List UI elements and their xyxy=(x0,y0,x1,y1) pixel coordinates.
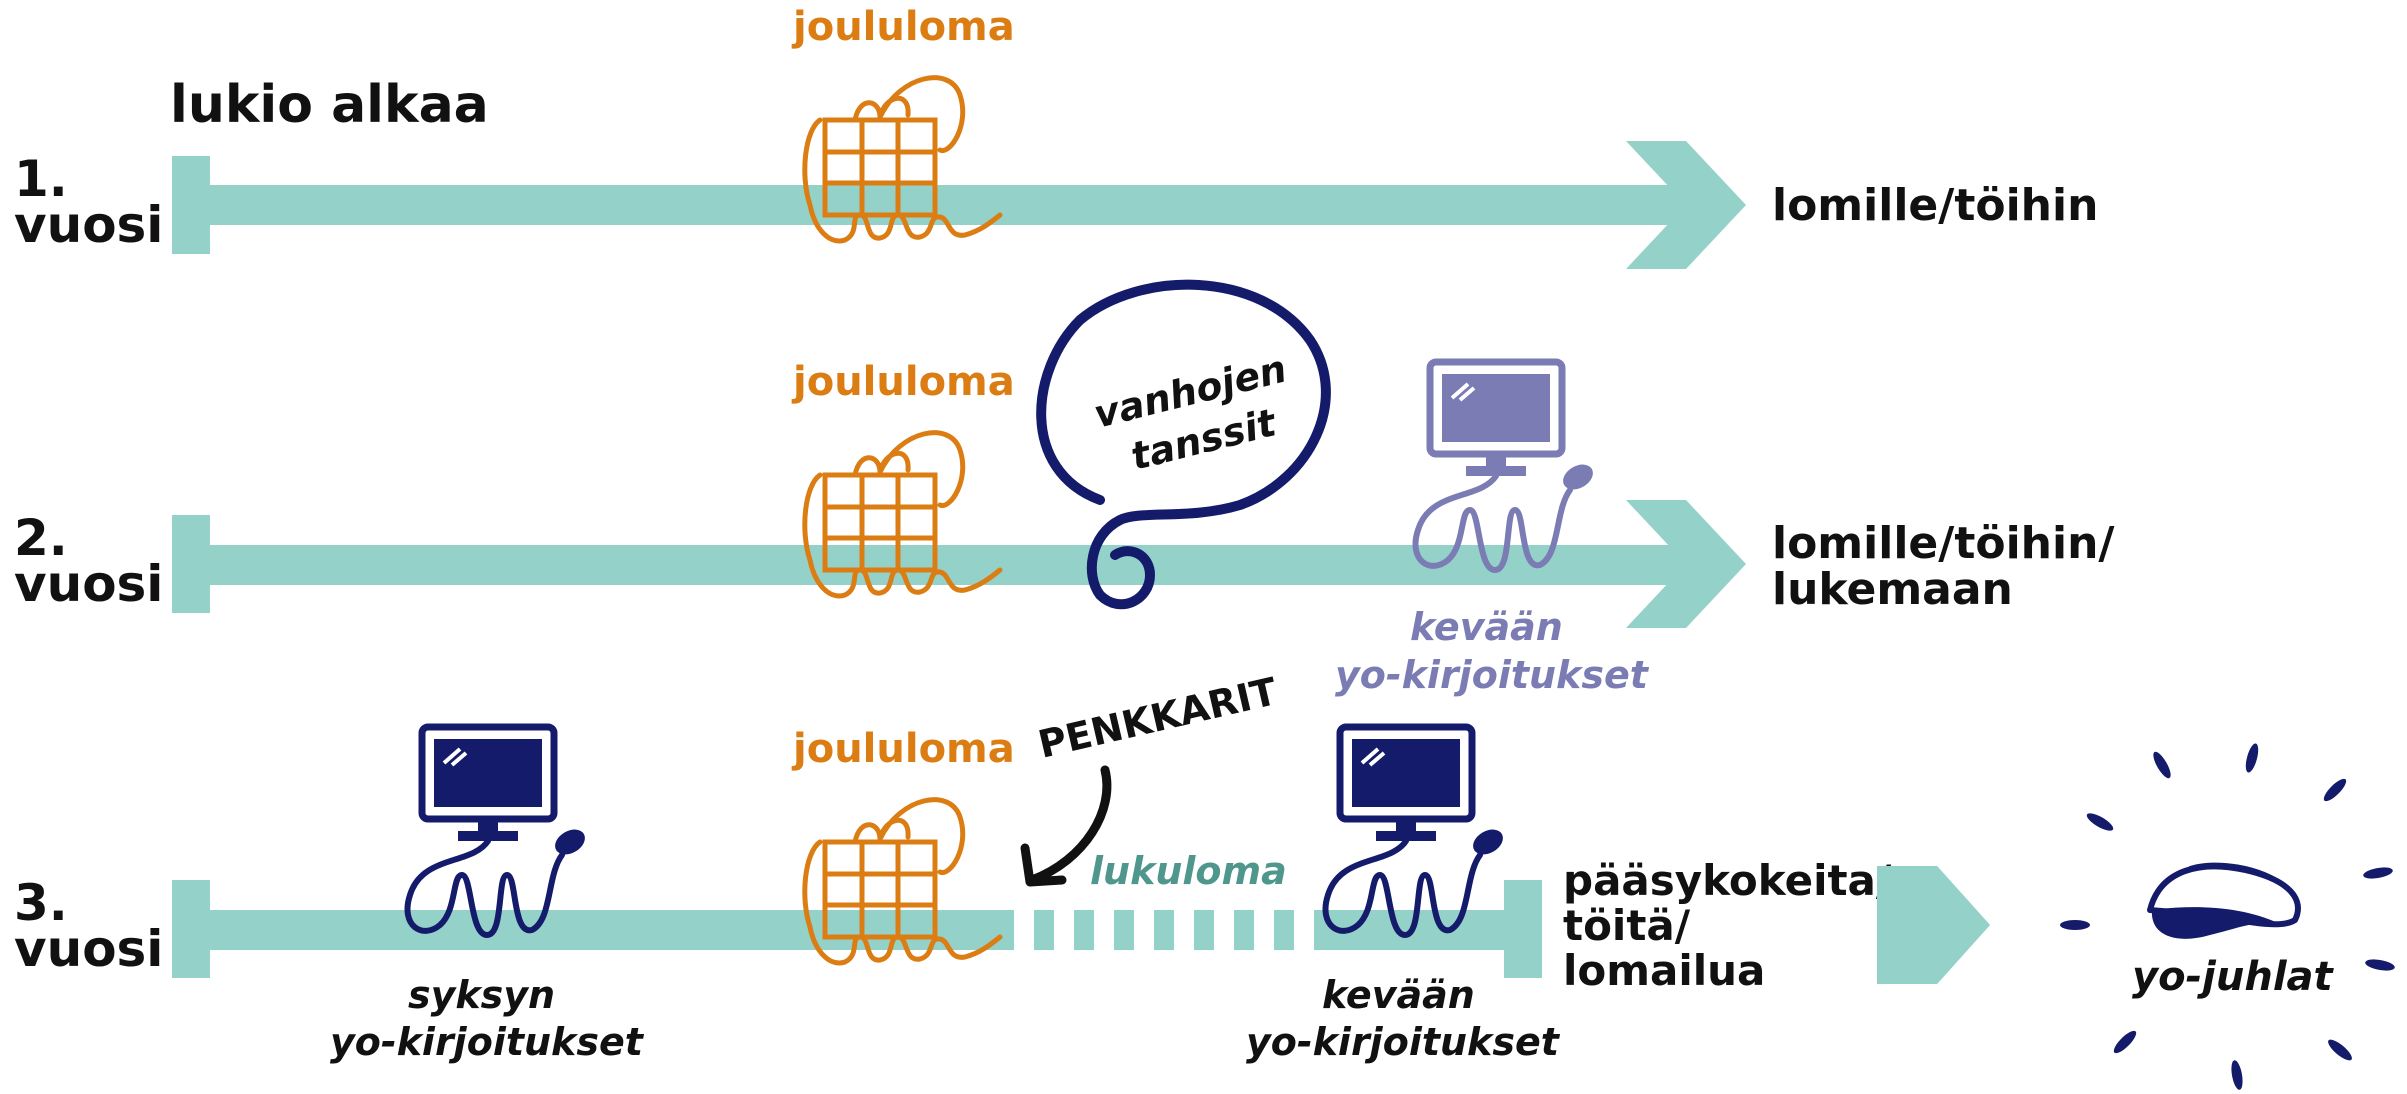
study-leave-label: lukuloma xyxy=(1090,849,1287,893)
computer-icon xyxy=(1412,358,1593,574)
year-3-end-line-1: pääsykokeita/ xyxy=(1563,856,1892,905)
year-3-end-bar xyxy=(1504,880,1542,978)
year-3-number: 3. xyxy=(14,874,68,932)
spring-exams-y3-line-1: kevään xyxy=(1322,973,1475,1017)
arrow-head-icon xyxy=(1020,843,1067,887)
start-label: lukio alkaa xyxy=(170,75,489,135)
computer-icon xyxy=(404,723,585,939)
year-1-word: vuosi xyxy=(14,196,163,254)
graduation-label: yo-juhlat xyxy=(2132,954,2335,1000)
year-2-end-line-1: lomille/töihin/ xyxy=(1772,518,2115,569)
year-1-row: 1. vuosi lukio alkaa joululoma lomille/t… xyxy=(14,4,2098,269)
year-3-timeline-solid xyxy=(172,910,1014,950)
year-3-end-line-2: töitä/ xyxy=(1563,901,1691,950)
year-3-arrow-shaft xyxy=(1877,904,1937,946)
christmas-label-3: joululoma xyxy=(791,726,1015,772)
autumn-exams-line-1: syksyn xyxy=(408,973,555,1017)
year-2-arrow-head xyxy=(1626,500,1746,628)
year-3-word: vuosi xyxy=(14,920,163,978)
penkkarit-label: PENKKARIT xyxy=(1034,669,1281,767)
autumn-exams-line-2: yo-kirjoitukset xyxy=(330,1020,645,1064)
student-cap-icon xyxy=(2147,862,2301,939)
computer-icon xyxy=(1322,723,1503,939)
year-2-number: 2. xyxy=(14,509,68,567)
sparkle-icon xyxy=(2060,743,2395,1090)
year-1-arrow-head xyxy=(1626,141,1746,269)
speech-bubble-icon xyxy=(1036,279,1331,610)
year-1-end-label: lomille/töihin xyxy=(1772,180,2098,231)
spring-exams-y3-line-2: yo-kirjoitukset xyxy=(1246,1020,1561,1064)
year-3-end-line-3: lomailua xyxy=(1563,946,1765,995)
study-leave-dashes xyxy=(1034,910,1294,950)
spring-exams-y2-line-1: kevään xyxy=(1410,605,1563,649)
christmas-label-2: joululoma xyxy=(791,359,1015,405)
year-2-word: vuosi xyxy=(14,555,163,613)
christmas-label-1: joululoma xyxy=(791,4,1015,50)
year-2-end-line-2: lukemaan xyxy=(1772,564,2013,615)
year-2-row: 2. vuosi joululoma vanhojen tanssit kevä… xyxy=(14,279,2115,697)
arrow-icon xyxy=(1027,765,1112,885)
year-1-number: 1. xyxy=(14,150,68,208)
year-3-row: 3. vuosi syksyn yo-kirjoitukset xyxy=(14,669,2395,1090)
spring-exams-y2-line-2: yo-kirjoitukset xyxy=(1335,653,1650,697)
